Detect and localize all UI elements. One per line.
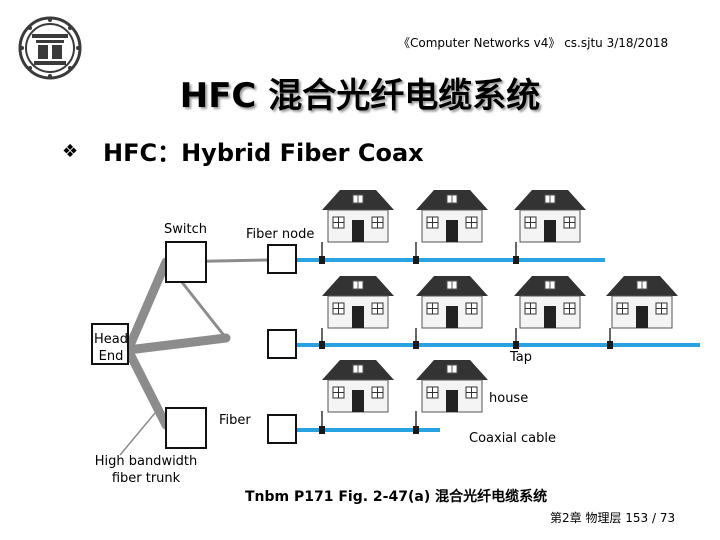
tap-label: Tap — [510, 350, 533, 365]
switch-box-2 — [165, 407, 207, 449]
house-icon — [513, 275, 587, 329]
fiber-trunk — [123, 257, 270, 430]
coaxial-cable-label: Coaxial cable — [469, 431, 556, 446]
switch-box — [165, 241, 207, 283]
house-icon — [321, 359, 395, 413]
house-icon — [605, 275, 679, 329]
house-icon — [321, 275, 395, 329]
fiber-node-box-3 — [267, 414, 297, 444]
diamond-bullet-icon: ❖ — [62, 141, 79, 162]
fiber-node-label: Fiber node — [246, 227, 315, 242]
house-label: house — [489, 391, 529, 406]
bullet-text: HFC：Hybrid Fiber Coax — [103, 139, 424, 167]
fiber-trunk-label: High bandwidth fiber trunk — [94, 454, 198, 486]
fiber-node-box-2 — [267, 329, 297, 359]
fiber-label: Fiber — [219, 413, 251, 428]
figure-reference: Tnbm P171 Fig. 2-47(a) 混合光纤电缆系统 — [245, 489, 548, 505]
switch-label: Switch — [164, 222, 207, 237]
header-note: 《Computer Networks v4》 cs.sjtu 3/18/2018 — [398, 36, 669, 50]
house-icon — [321, 189, 395, 243]
house-icon — [513, 189, 587, 243]
house-icon — [415, 275, 489, 329]
page-number: 第2章 物理层 153 / 73 — [550, 511, 676, 525]
fiber-node-box — [267, 244, 297, 274]
slide-title: HFC 混合光纤电缆系统 — [179, 76, 541, 116]
head-end-box — [91, 323, 129, 365]
university-seal-icon — [18, 16, 82, 80]
head-end-label: Head End — [94, 332, 128, 364]
house-icon — [415, 359, 489, 413]
house-icon — [415, 189, 489, 243]
